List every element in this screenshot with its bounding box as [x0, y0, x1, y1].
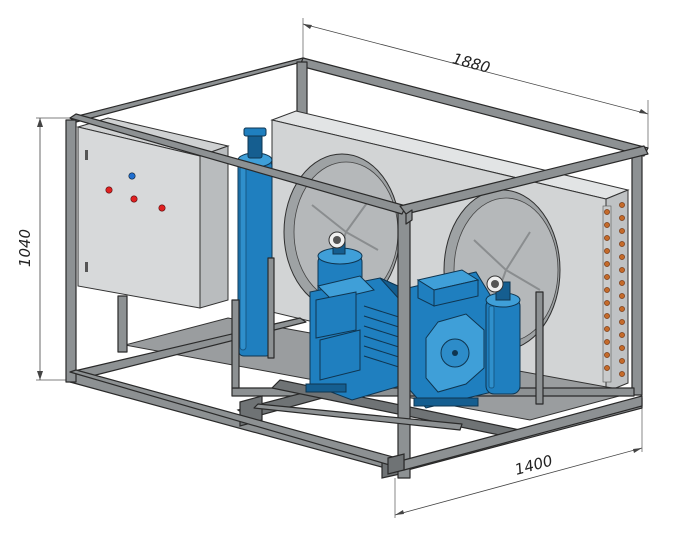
indicator-light-blue	[128, 172, 136, 180]
height-dimension-label: 1040	[16, 229, 34, 267]
indicator-light-red-1	[105, 186, 113, 194]
compressor-cylinder-head	[315, 275, 403, 381]
indicator-light-red-2	[130, 195, 138, 203]
oil-separator	[485, 275, 521, 395]
width-dimension-label: 1880	[451, 50, 493, 77]
indicator-light-red-3	[158, 204, 166, 212]
liquid-receiver-tank	[237, 127, 273, 357]
depth-dimension-label: 1400	[513, 452, 555, 479]
front-frame	[65, 113, 649, 479]
rear-frame	[69, 57, 649, 396]
dimension-height: 1040	[16, 117, 70, 381]
condenser-coil	[602, 202, 625, 383]
cabinet-door	[77, 126, 201, 309]
